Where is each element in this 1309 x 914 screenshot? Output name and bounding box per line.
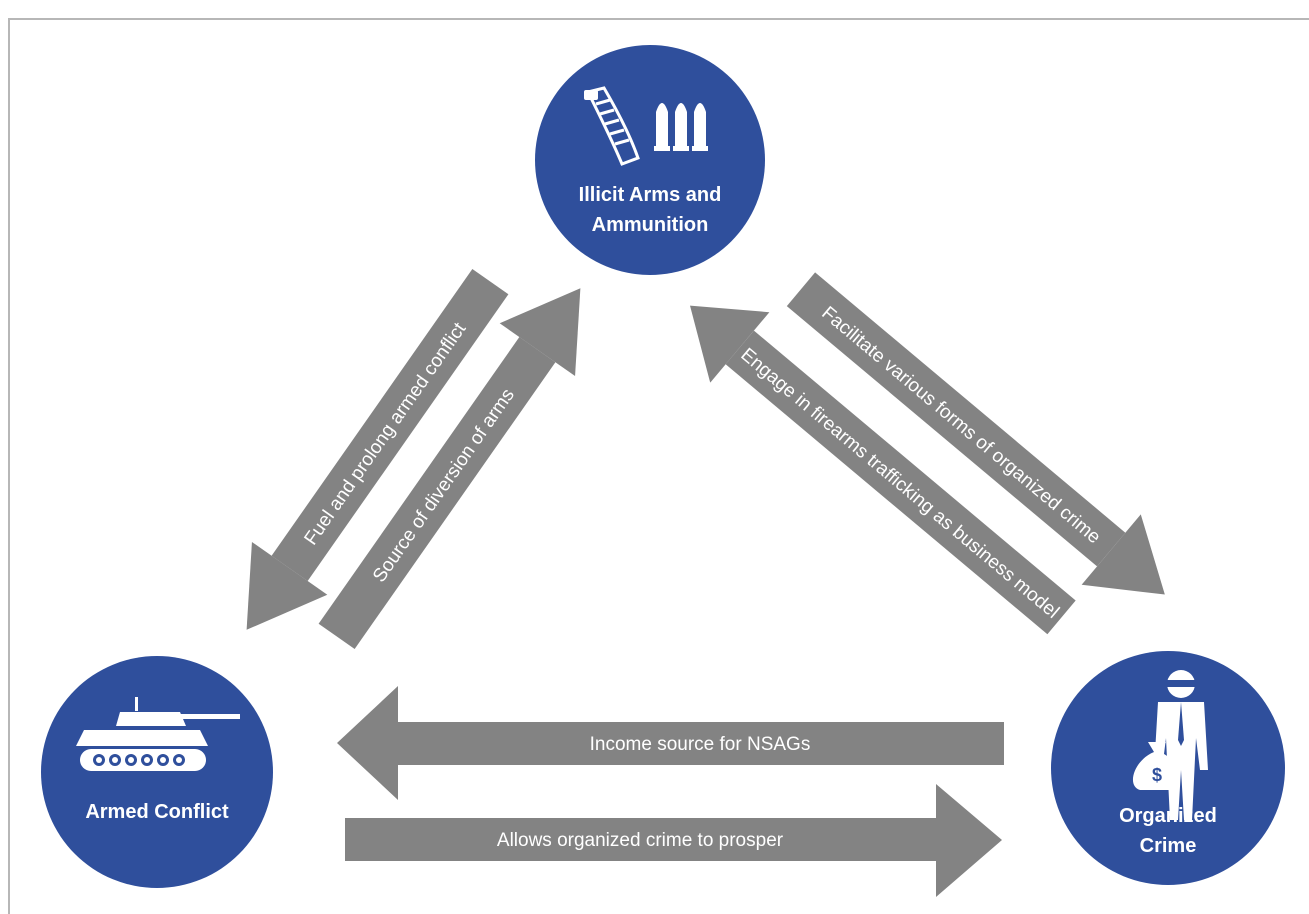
node-armed-conflict: Armed Conflict (41, 656, 273, 888)
node-organized-crime: $ Organized Crime (1051, 651, 1285, 885)
label-allows: Allows organized crime to prosper (497, 830, 784, 851)
tank-icon (76, 697, 240, 771)
bullets-icon (654, 103, 708, 151)
diagram-frame (8, 18, 1309, 914)
arrow-allows: Allows organized crime to prosper (345, 784, 1002, 897)
node-crime-line1: Organized (1119, 805, 1217, 827)
arrow-income: Income source for NSAGs (337, 686, 1004, 800)
node-illicit-arms: Illicit Arms and Ammunition (535, 45, 765, 275)
money-bag-icon: $ (1132, 742, 1180, 790)
node-crime-line2: Crime (1140, 835, 1197, 857)
node-arms-line2: Ammunition (592, 214, 709, 236)
robber-icon (1154, 670, 1208, 820)
label-income: Income source for NSAGs (590, 734, 811, 755)
node-conflict-label: Armed Conflict (85, 801, 229, 823)
svg-text:$: $ (1152, 765, 1162, 785)
magazine-icon (584, 86, 640, 166)
node-arms-line1: Illicit Arms and (579, 184, 722, 206)
